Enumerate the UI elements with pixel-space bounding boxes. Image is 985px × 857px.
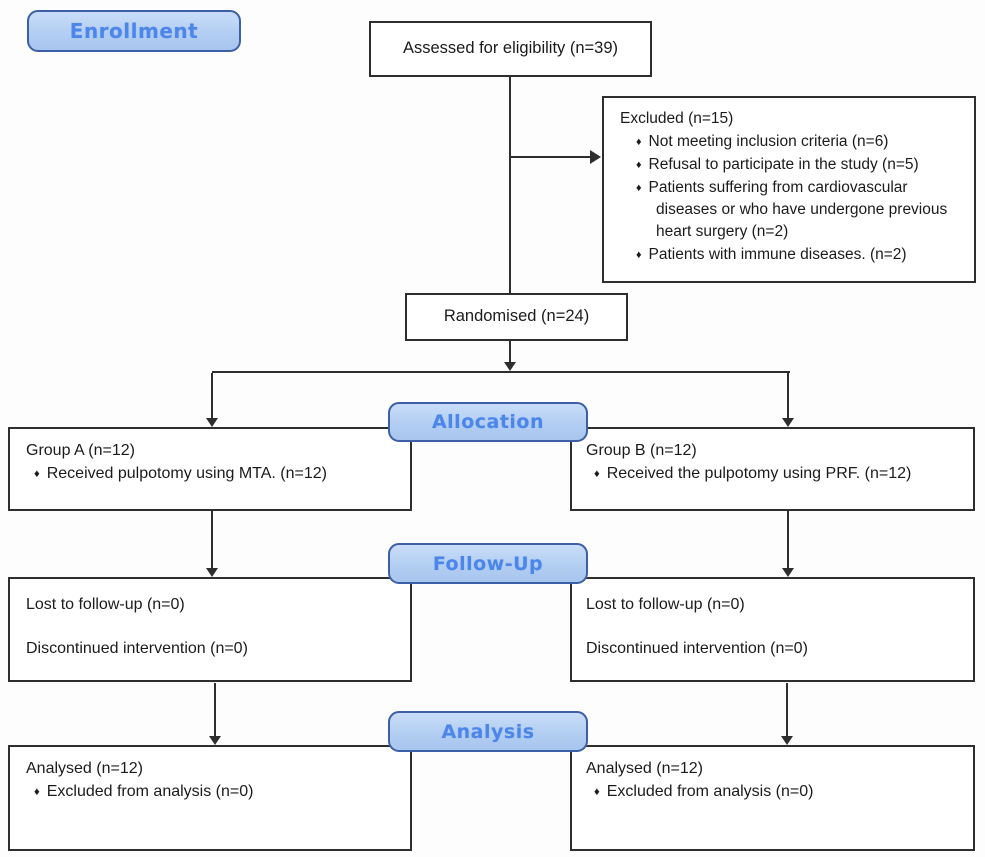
- arrowhead-into-group-b: [782, 418, 794, 427]
- connector-group-a-to-followup: [211, 511, 213, 568]
- lost-to-followup-text: Lost to follow-up (n=0): [586, 596, 745, 613]
- group-b-item-text: Received the pulpotomy using PRF. (n=12): [606, 464, 912, 482]
- excluded-item-text: Not meeting inclusion criteria (n=6): [648, 133, 889, 150]
- group-b-box: Group B (n=12) ♦ Received the pulpotomy u…: [570, 427, 975, 511]
- excluded-item-text: Patients suffering from cardiovascular d…: [648, 179, 948, 240]
- connector-group-b-to-followup: [787, 511, 789, 568]
- excluded-item-text: Refusal to participate in the study (n=5…: [648, 156, 919, 173]
- followup-right-box: Lost to follow-up (n=0) Discontinued int…: [570, 577, 975, 682]
- excluded-title: Excluded (n=15): [620, 110, 734, 127]
- analysed-item: ♦ Excluded from analysis (n=0): [586, 782, 959, 803]
- arrowhead-into-excluded: [590, 150, 601, 164]
- allocation-stage-badge: Allocation: [388, 402, 588, 442]
- arrowhead-into-analysis-left: [209, 736, 221, 745]
- discontinued-intervention-text: Discontinued intervention (n=0): [26, 639, 248, 657]
- arrowhead-into-group-a: [206, 418, 218, 427]
- split-line: [212, 371, 790, 373]
- analysed-item-text: Excluded from analysis (n=0): [606, 782, 814, 800]
- diamond-bullet-icon: ♦: [636, 136, 642, 148]
- followup-stage-badge: Follow-Up: [388, 543, 588, 584]
- group-a-item: ♦ Received pulpotomy using MTA. (n=12): [26, 464, 396, 485]
- analysed-item-text: Excluded from analysis (n=0): [46, 782, 254, 800]
- diamond-bullet-icon: ♦: [636, 249, 642, 261]
- analysed-title: Analysed (n=12): [26, 760, 143, 777]
- analysis-stage-badge: Analysis: [388, 711, 588, 752]
- excluded-item-text: Patients with immune diseases. (n=2): [648, 246, 907, 263]
- connector-randomised-to-split: [509, 341, 511, 363]
- lost-to-followup-text: Lost to follow-up (n=0): [26, 596, 185, 613]
- group-a-title: Group A (n=12): [26, 442, 135, 459]
- diamond-bullet-icon: ♦: [34, 785, 40, 798]
- analysed-item: ♦ Excluded from analysis (n=0): [26, 782, 396, 803]
- randomised-text: Randomised (n=24): [443, 307, 590, 326]
- analysed-title: Analysed (n=12): [586, 760, 703, 777]
- group-a-box: Group A (n=12) ♦ Received pulpotomy using…: [8, 427, 412, 511]
- connector-split-to-group-b: [787, 373, 789, 418]
- analysed-right-box: Analysed (n=12) ♦ Excluded from analysis …: [570, 745, 975, 851]
- diamond-bullet-icon: ♦: [636, 182, 642, 194]
- connector-branch-to-excluded: [511, 156, 591, 158]
- excluded-item: ♦ Refusal to participate in the study (n=…: [620, 154, 960, 176]
- arrowhead-into-followup-right: [782, 568, 794, 577]
- diamond-bullet-icon: ♦: [594, 467, 600, 480]
- group-b-item: ♦ Received the pulpotomy using PRF. (n=12…: [586, 464, 959, 485]
- arrowhead-into-analysis-right: [781, 736, 793, 745]
- excluded-item: ♦ Patients with immune diseases. (n=2): [620, 244, 960, 266]
- discontinued-intervention-text: Discontinued intervention (n=0): [586, 639, 808, 657]
- connector-followup-to-analysis-left: [214, 683, 216, 736]
- excluded-item: ♦ Not meeting inclusion criteria (n=6): [620, 131, 960, 153]
- randomised-box: Randomised (n=24): [405, 293, 628, 341]
- connector-assessed-to-randomised: [509, 77, 511, 293]
- group-b-title: Group B (n=12): [586, 442, 697, 459]
- enrollment-stage-badge: Enrollment: [27, 10, 241, 52]
- arrowhead-into-followup-left: [206, 568, 218, 577]
- analysed-left-box: Analysed (n=12) ♦ Excluded from analysis …: [8, 745, 412, 851]
- assessed-eligibility-text: Assessed for eligibility (n=39): [402, 39, 619, 58]
- diamond-bullet-icon: ♦: [636, 159, 642, 171]
- diamond-bullet-icon: ♦: [34, 467, 40, 480]
- excluded-item: ♦ Patients suffering from cardiovascular …: [620, 177, 960, 243]
- group-a-item-text: Received pulpotomy using MTA. (n=12): [46, 464, 327, 482]
- followup-left-box: Lost to follow-up (n=0) Discontinued int…: [8, 577, 412, 682]
- assessed-eligibility-box: Assessed for eligibility (n=39): [369, 21, 652, 77]
- arrowhead-onto-split-line: [504, 362, 516, 371]
- connector-split-to-group-a: [211, 373, 213, 418]
- diamond-bullet-icon: ♦: [594, 785, 600, 798]
- connector-followup-to-analysis-right: [786, 683, 788, 736]
- excluded-box: Excluded (n=15) ♦ Not meeting inclusion c…: [602, 96, 976, 283]
